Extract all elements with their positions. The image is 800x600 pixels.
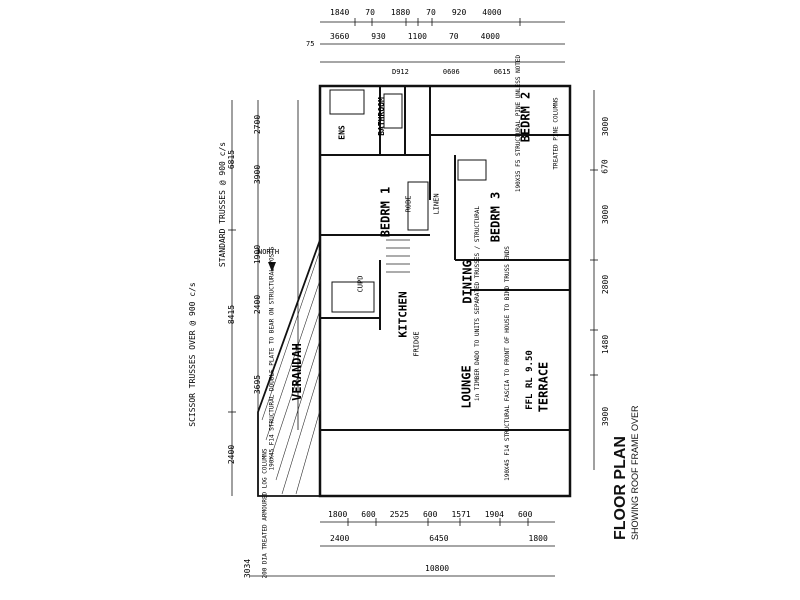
title-block: FLOOR PLAN SHOWING ROOF FRAME OVER — [612, 405, 640, 540]
dim-bot2-1: 6450 — [429, 534, 449, 543]
note-verandah-plate: 190X45 F14 STRUCTURAL DOUBLE PLATE TO BE… — [268, 246, 276, 471]
dim-top2-2: 1100 — [407, 32, 427, 41]
dim-right-0: 3000 — [601, 116, 611, 137]
dim-top2-4: 4000 — [480, 32, 500, 41]
room-label-dining: DINING — [460, 260, 475, 304]
dim-bot1-5: 1904 — [484, 510, 504, 519]
dim-right-4: 1480 — [601, 334, 611, 355]
floor-level-label: FFL RL 9.50 — [524, 350, 535, 410]
dim-bottom-left: 3034 — [243, 558, 253, 579]
ens-shower — [329, 89, 365, 115]
dim-bot1-3: 600 — [422, 510, 438, 519]
north-label: NORTH — [258, 248, 280, 256]
robe-bedroom1 — [407, 181, 429, 231]
interior-walls — [320, 86, 570, 431]
page-title: FLOOR PLAN — [612, 436, 629, 540]
note-header: 190X35 F5 STRUCTURAL PINE UNLESS NOTED — [515, 54, 523, 193]
dim-top1-3: 70 — [426, 8, 436, 17]
note-scissor-trusses: SCISSOR TRUSSES OVER @ 900 c/s — [187, 282, 197, 427]
room-label-cupd: CUPD — [356, 275, 365, 293]
dim-bot2-2: 1800 — [528, 534, 548, 543]
dim-top2-3: 70 — [448, 32, 459, 41]
dim-top3-1: 0606 — [442, 68, 460, 76]
note-log-columns: 200 DIA TREATED ARMOURED LOG COLUMNS — [261, 448, 269, 579]
room-label-lounge: LOUNGE — [459, 365, 474, 409]
room-label-terrace: TERRACE — [536, 361, 551, 413]
dims-top-row3: D912 0606 0615 — [392, 68, 511, 76]
dim-bot1-0: 1800 — [328, 510, 348, 519]
note-standard-trusses: STANDARD TRUSSES @ 900 c/s — [218, 141, 228, 268]
dim-left-1: 8415 — [227, 304, 237, 325]
dim-right-3: 2800 — [601, 274, 611, 295]
room-label-linen: LINEN — [432, 193, 441, 215]
dim-top2-1: 930 — [371, 32, 386, 41]
room-label-bathroom: BATHROOM — [376, 97, 386, 136]
dim-left-2: 2400 — [227, 444, 237, 465]
bath-fixture — [383, 93, 403, 129]
dim-left-inner-3: 2400 — [253, 294, 263, 315]
note-treated-pine: TREATED PINE COLUMNS — [552, 97, 560, 170]
dim-bot1-1: 600 — [361, 510, 376, 519]
dim-left-0: 6815 — [227, 149, 237, 170]
dim-left-inner-1: 3900 — [253, 164, 263, 185]
dims-bottom-row2: 2400 6450 1800 — [330, 534, 548, 543]
dim-top3-0: D912 — [392, 68, 409, 76]
room-label-robe: ROBE — [404, 195, 413, 213]
room-label-verandah: VERANDAH — [289, 343, 304, 401]
dim-bot1-2: 2525 — [389, 510, 409, 519]
dim-top1-0: 1840 — [330, 8, 350, 17]
dims-top-row2: 3660 930 1100 70 4000 — [330, 32, 500, 41]
note-fascia: 190X45 F14 STRUCTURAL FASCIA TO FRONT OF… — [503, 246, 511, 481]
dims-top-row1: 1840 70 1880 70 920 4000 — [330, 8, 502, 17]
dim-top1-4: 920 — [451, 8, 467, 17]
dim-bottom-total: 10800 — [425, 564, 450, 573]
dim-top2-0: 3660 — [330, 32, 350, 41]
dim-top3-2: 0615 — [493, 68, 511, 76]
stair-treads — [386, 239, 410, 273]
dimension-lines — [231, 21, 595, 577]
north-arrow-icon — [268, 262, 276, 272]
page-subtitle: SHOWING ROOF FRAME OVER — [630, 405, 640, 540]
kitchen-bench — [331, 281, 375, 313]
dim-left-inner-4: 3695 — [253, 374, 263, 395]
dim-top1-2: 1880 — [390, 8, 411, 17]
room-label-ens: ENS — [337, 125, 347, 140]
verandah-hatching — [261, 249, 321, 495]
note-lounge: in TIMBER DADO TO UNITS SEPARATED TRUSSE… — [474, 205, 482, 402]
dimension-ticks — [228, 18, 598, 526]
dim-bot1-6: 600 — [517, 510, 533, 519]
dim-bot1-4: 1571 — [451, 510, 471, 519]
dim-right-2: 3000 — [601, 204, 611, 225]
dim-left-inner-0: 2700 — [253, 114, 263, 135]
room-label-bedroom1: BEDRM 1 — [378, 186, 393, 238]
dim-right-1: 670 — [600, 159, 610, 174]
dim-right-5: 3900 — [601, 406, 611, 427]
room-label-bedroom3: BEDRM 3 — [488, 191, 503, 243]
robe-bedroom3 — [457, 159, 487, 181]
dim-75-marker: 75 — [306, 40, 315, 48]
room-label-fridge: FRIDGE — [412, 331, 421, 357]
dim-left-inner-2: 1900 — [253, 244, 263, 265]
room-label-kitchen: KITCHEN — [396, 291, 410, 338]
dim-bot2-0: 2400 — [330, 534, 350, 543]
dim-top1-1: 70 — [365, 8, 375, 17]
dims-bottom-row1: 1800 600 2525 600 1571 1904 600 — [328, 510, 532, 519]
dim-top1-5: 4000 — [482, 8, 502, 17]
